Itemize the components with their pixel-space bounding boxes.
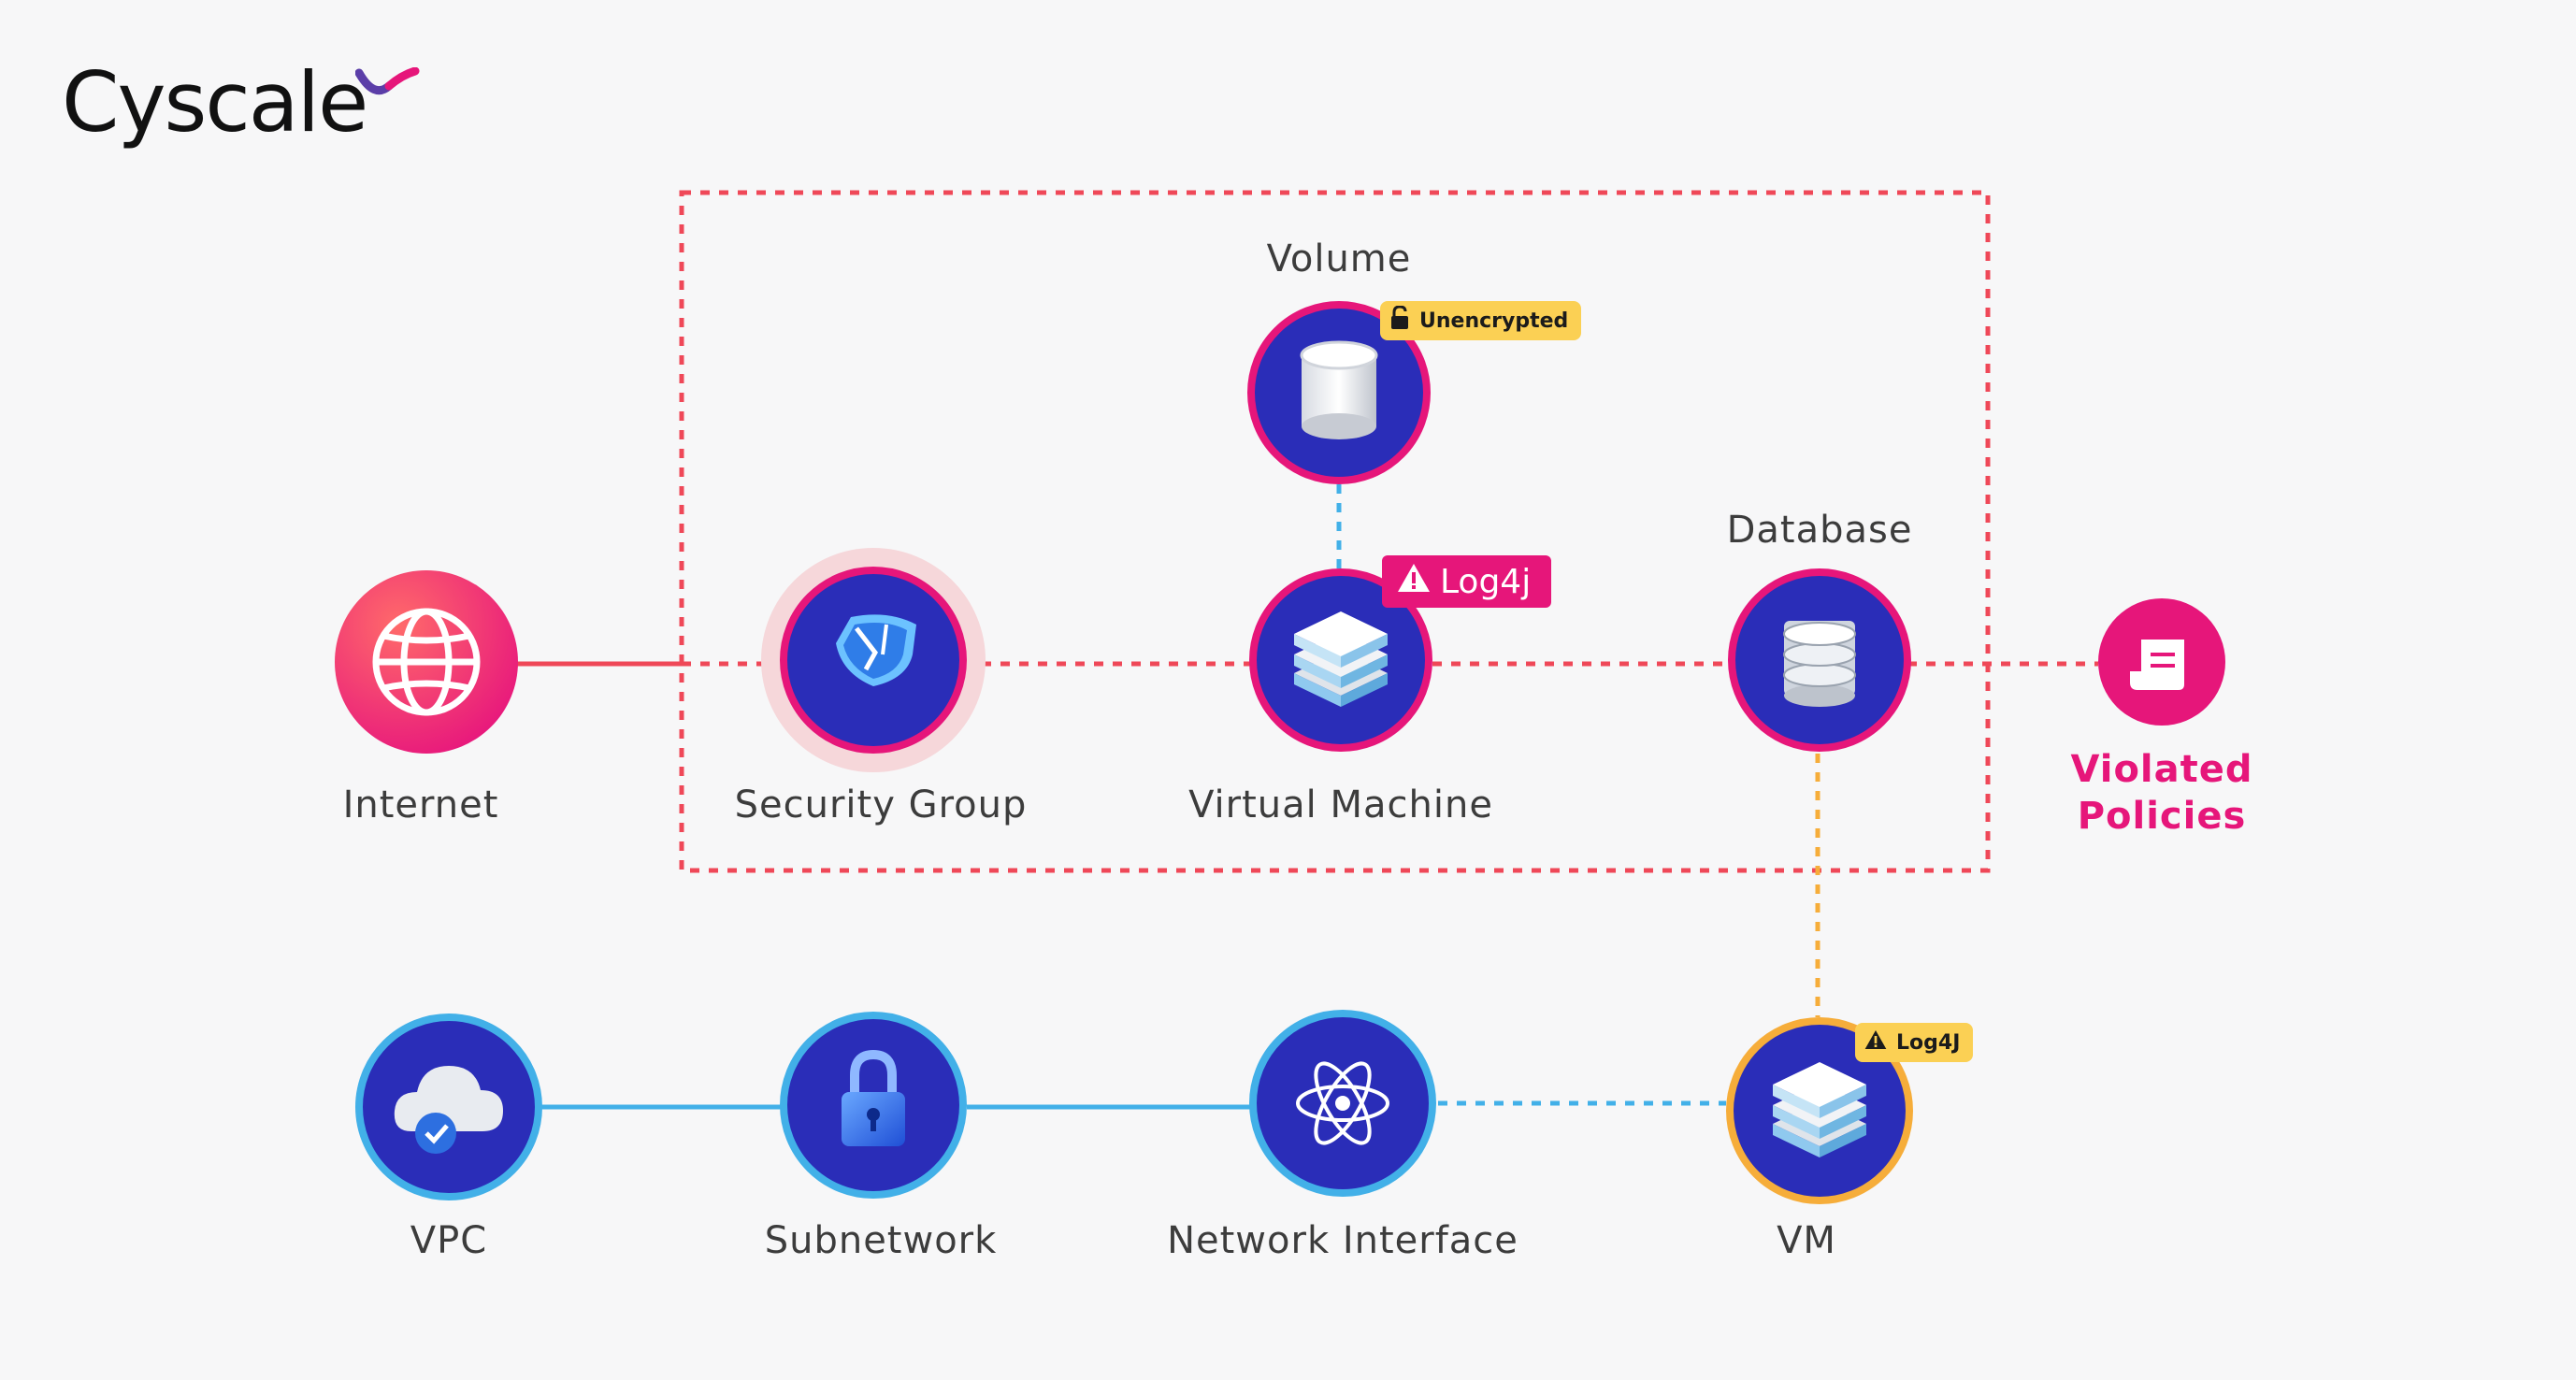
database-icon [1783,621,1856,707]
violated-policies-label-line2: Policies [2077,795,2247,838]
broken-shield-icon [836,614,916,686]
vpc-label: VPC [410,1219,488,1262]
padlock-icon [842,1049,905,1146]
node-vm[interactable] [1726,1017,1913,1204]
vm-label: VM [1777,1219,1836,1262]
security-group-label: Security Group [734,783,1028,827]
server-stack-icon [1773,1062,1866,1157]
unlock-icon [1389,305,1410,336]
vm-log4j-badge-text: Log4J [1896,1030,1961,1055]
brand-logo-mark [355,67,420,95]
log4j-badge: Log4j [1382,555,1552,608]
server-stack-icon [1294,611,1388,707]
node-virtual-machine[interactable] [1249,568,1432,752]
database-label: Database [1726,509,1913,552]
network-interface-label: Network Interface [1167,1219,1518,1262]
node-network-interface[interactable] [1249,1010,1436,1197]
cylinder-volume-icon [1300,340,1378,439]
unencrypted-badge: Unencrypted [1380,301,1582,340]
warning-icon [1864,1029,1887,1056]
node-vpc[interactable] [355,1013,542,1200]
node-violated-policies[interactable] [2098,598,2225,726]
node-internet[interactable] [335,570,518,754]
unencrypted-badge-text: Unencrypted [1419,309,1569,333]
cloud-check-icon [394,1066,503,1154]
vm-log4j-badge: Log4J [1855,1023,1974,1062]
subnetwork-label: Subnetwork [764,1219,998,1262]
violated-policies-label: Violated Policies [2070,746,2252,840]
receipt-icon [2130,640,2184,690]
warning-icon [1397,563,1431,601]
globe-icon [372,608,481,716]
atom-icon [1296,1061,1389,1145]
log4j-badge-text: Log4j [1440,562,1532,601]
brand-logo: Cyscale [62,54,368,151]
violated-policies-label-line1: Violated [2070,748,2253,791]
node-database[interactable] [1728,568,1911,752]
virtual-machine-label: Virtual Machine [1188,783,1493,827]
node-volume[interactable] [1247,301,1431,484]
internet-label: Internet [342,783,499,827]
node-subnetwork[interactable] [780,1012,967,1199]
volume-label: Volume [1266,237,1412,280]
node-security-group[interactable] [761,548,986,772]
risk-boundary-box [679,190,1991,873]
